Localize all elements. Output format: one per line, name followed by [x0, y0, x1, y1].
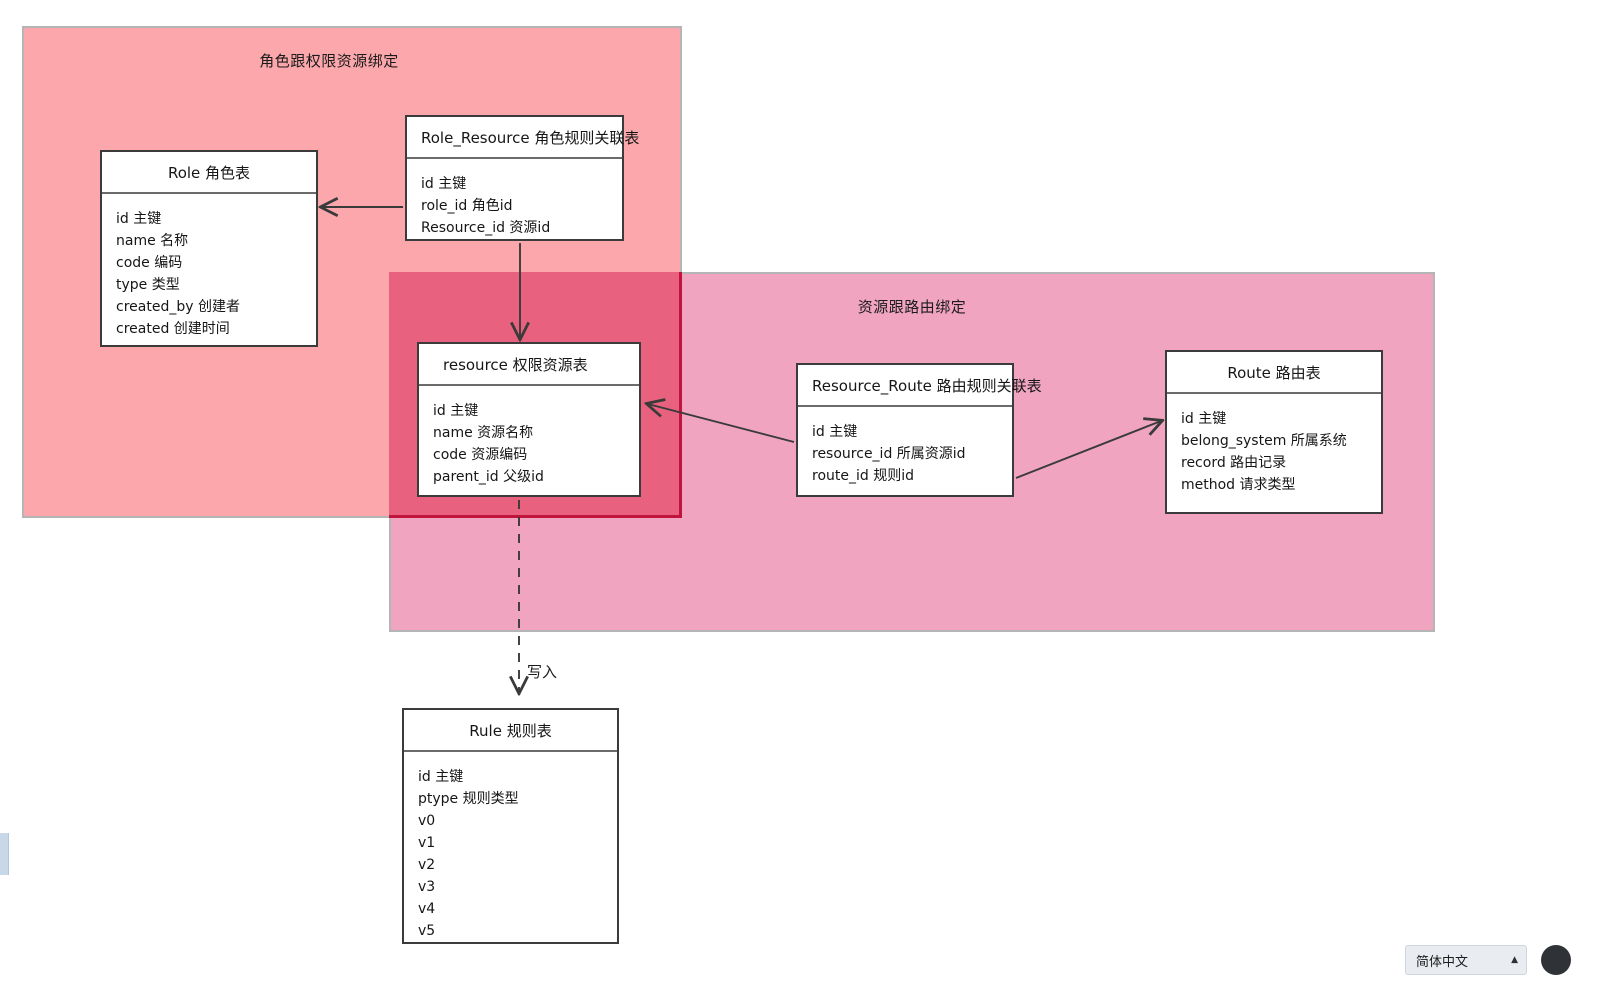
table-row: code 编码 [116, 255, 183, 271]
group-role-binding-title: 角色跟权限资源绑定 [259, 52, 399, 70]
table-route-title: Route 路由表 [1167, 352, 1381, 394]
table-row: parent_id 父级id [433, 469, 544, 485]
table-role-resource-fields: id 主键 role_id 角色id Resource_id 资源id [407, 159, 622, 249]
table-row: v4 [418, 901, 436, 917]
table-row: v3 [418, 879, 436, 895]
table-row: created_by 创建者 [116, 299, 240, 315]
table-role-fields: id 主键 name 名称 code 编码 type 类型 created_by… [102, 194, 316, 350]
table-resource[interactable]: resource 权限资源表 id 主键 name 资源名称 code 资源编码… [417, 342, 641, 497]
table-row: role_id 角色id [421, 198, 513, 214]
scrollbar-edge-artifact[interactable] [0, 833, 9, 875]
table-row: belong_system 所属系统 [1181, 433, 1347, 449]
table-resource-fields: id 主键 name 资源名称 code 资源编码 parent_id 父级id [419, 386, 639, 498]
table-role-resource[interactable]: Role_Resource 角色规则关联表 id 主键 role_id 角色id… [405, 115, 639, 241]
chevron-up-icon: ▲ [1511, 954, 1518, 965]
table-role-resource-title: Role_Resource 角色规则关联表 [407, 117, 639, 159]
table-row: id 主键 [812, 424, 858, 440]
table-row: id 主键 [116, 211, 162, 227]
table-row: Resource_id 资源id [421, 220, 551, 236]
table-rule-fields: id 主键 ptype 规则类型 v0 v1 v2 v3 v4 v5 [404, 752, 617, 952]
language-select-value: 简体中文 [1416, 954, 1469, 970]
table-resource-route[interactable]: Resource_Route 路由规则关联表 id 主键 resource_id… [796, 363, 1042, 497]
table-row: v1 [418, 835, 436, 851]
table-row: created 创建时间 [116, 321, 230, 337]
group-route-binding-title: 资源跟路由绑定 [857, 298, 967, 316]
table-row: id 主键 [421, 176, 467, 192]
table-resource-route-fields: id 主键 resource_id 所属资源id route_id 规则id [798, 407, 1012, 497]
table-row: v5 [418, 923, 436, 939]
table-row: v0 [418, 813, 436, 829]
link-label-write: 写入 [527, 663, 558, 681]
table-row: record 路由记录 [1181, 455, 1287, 471]
table-row: id 主键 [433, 403, 479, 419]
assistant-orb-icon[interactable] [1541, 945, 1571, 975]
table-row: id 主键 [1181, 411, 1227, 427]
table-row: v2 [418, 857, 436, 873]
table-row: ptype 规则类型 [418, 791, 519, 807]
table-resource-route-title: Resource_Route 路由规则关联表 [798, 365, 1042, 407]
table-rule[interactable]: Rule 规则表 id 主键 ptype 规则类型 v0 v1 v2 v3 v4… [402, 708, 619, 944]
table-row: resource_id 所属资源id [812, 446, 966, 462]
table-row: type 类型 [116, 277, 180, 293]
table-row: id 主键 [418, 769, 464, 785]
table-resource-title: resource 权限资源表 [419, 344, 639, 386]
table-rule-title: Rule 规则表 [404, 710, 617, 752]
table-role[interactable]: Role 角色表 id 主键 name 名称 code 编码 type 类型 c… [100, 150, 318, 347]
table-row: route_id 规则id [812, 468, 914, 484]
table-row: code 资源编码 [433, 447, 528, 463]
table-role-title: Role 角色表 [102, 152, 316, 194]
table-row: name 资源名称 [433, 425, 534, 441]
table-route[interactable]: Route 路由表 id 主键 belong_system 所属系统 recor… [1165, 350, 1383, 514]
table-row: method 请求类型 [1181, 477, 1296, 493]
language-select[interactable]: 简体中文 ▲ [1405, 945, 1527, 975]
table-row: name 名称 [116, 233, 189, 249]
table-route-fields: id 主键 belong_system 所属系统 record 路由记录 met… [1167, 394, 1381, 506]
language-bar: 简体中文 ▲ [1405, 938, 1599, 982]
